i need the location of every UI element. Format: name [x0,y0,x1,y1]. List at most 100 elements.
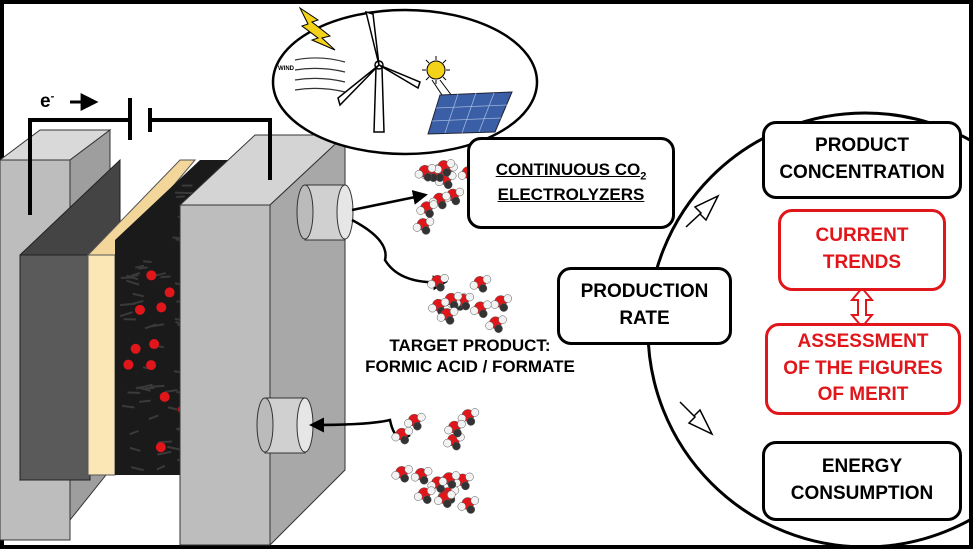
solar-panel-icon [427,91,513,135]
energy-consumption-line1: ENERGY [821,456,903,478]
catalyst-fiber [135,264,145,269]
molecule [443,432,465,451]
catalyst-particle [155,442,166,453]
catalyst-fiber [121,404,135,409]
catalyst-fiber [176,195,185,199]
outlet-to-product-arrow [351,218,448,291]
molecule [490,294,512,312]
electrolyzer-line2: ELECTROLYZERS [497,185,645,205]
membrane [86,159,197,476]
catalyst-fiber [138,266,148,270]
product-concentration-line2: CONCENTRATION [779,162,945,183]
catalyst-fiber [132,292,145,298]
catalyst-particle [134,304,145,315]
catalyst-fiber [130,466,144,472]
molecule [416,200,438,218]
assessment-line2: OF THE FIGURES [783,357,943,379]
electron-charge: - [50,90,55,103]
catalyst-fiber [164,389,178,393]
current-trends-line2: TRENDS [822,252,902,273]
molecule [436,307,459,325]
catalyst-fiber [156,464,166,471]
catalyst-fiber [119,311,133,318]
catalyst-fiber [126,274,139,281]
catalyst-fiber [150,323,165,328]
electrolyzer-line1-text: CONTINUOUS CO [495,159,641,179]
electrolyzer-subscript: 2 [640,170,647,183]
inlet-port [256,397,314,454]
assessment-line1: ASSESSMENT [797,331,929,353]
current-trends-box: CURRENT TRENDS [778,209,946,291]
external-circuit [28,98,272,215]
energy-consumption-line2: CONSUMPTION [790,483,934,504]
electrolyzer-line1: CONTINUOUS CO2 [496,159,647,184]
product-concentration-box: PRODUCT CONCENTRATION [762,121,962,199]
catalyst-fiber [139,399,151,403]
outlet-port [296,184,354,241]
molecule [469,275,492,293]
wind-turbine-icon [337,10,421,133]
catalyst-fiber [129,446,141,452]
catalyst-fiber [148,414,159,421]
catalyst-fiber [154,272,166,277]
catalyst-fiber [158,440,173,444]
catalyst-particle [123,359,134,370]
production-rate-box: PRODUCTION RATE [557,267,732,345]
production-rate-line1: PRODUCTION [580,281,709,303]
molecule [457,408,480,426]
current-trends-line1: CURRENT [815,225,909,247]
catalyst-fiber [143,260,152,264]
lightning-icon [298,6,336,51]
catalyst-fiber [157,450,172,456]
catalyst-fiber [149,384,165,388]
assessment-line3: OF MERIT [817,384,909,406]
electron-label: e- [40,90,54,114]
molecule [470,300,492,318]
sun-icon [422,56,453,99]
molecule [457,496,480,514]
outlet-to-electrolyzer-arrow [351,189,428,212]
cycle-double-arrow-top [685,194,720,228]
catalyst-fiber [130,271,141,277]
catalyst-particle [149,339,160,350]
energy-consumption-box: ENERGY CONSUMPTION [762,441,962,521]
cycle-double-arrow-bottom [679,401,714,436]
catalyst-fiber [136,386,151,392]
molecule [414,163,437,182]
product-concentration-line1: PRODUCT [815,135,909,157]
electron-symbol: e [40,91,51,112]
catalyst-fiber [167,406,178,411]
red-double-arrow [849,286,875,329]
catalyst-particle [146,270,157,281]
molecule [427,273,449,292]
molecule [410,466,433,485]
molecule [412,217,435,235]
target-product-line2: FORMIC ACID / FORMATE [365,357,575,377]
wind-lines [294,57,346,93]
catalyst-fiber [131,299,144,306]
catalyst-particle [159,391,170,402]
target-product-label: TARGET PRODUCT: FORMIC ACID / FORMATE [340,335,600,378]
molecule [434,490,456,508]
molecule [413,486,436,504]
molecule [391,465,413,483]
assessment-box: ASSESSMENT OF THE FIGURES OF MERIT [765,323,961,415]
catalyst-particle [164,287,175,298]
molecule [485,315,507,333]
catalyst-fiber [129,429,139,436]
target-product-line1: TARGET PRODUCT: [389,336,551,355]
catalyst-fiber [126,279,140,286]
electrolyzer-box: CONTINUOUS CO2 ELECTROLYZERS [467,137,675,229]
molecule [440,291,463,310]
catalyst-fiber [160,275,171,279]
wind-label: WIND [278,66,294,72]
catalyst-particle [130,343,141,354]
right-electrode-plate [178,133,354,547]
catalyst-particle [156,302,167,313]
catalyst-particle [146,360,157,371]
production-rate-line2: RATE [619,308,670,329]
molecule [391,426,413,445]
renewable-energy-bubble [271,6,539,156]
molecule [438,471,461,489]
